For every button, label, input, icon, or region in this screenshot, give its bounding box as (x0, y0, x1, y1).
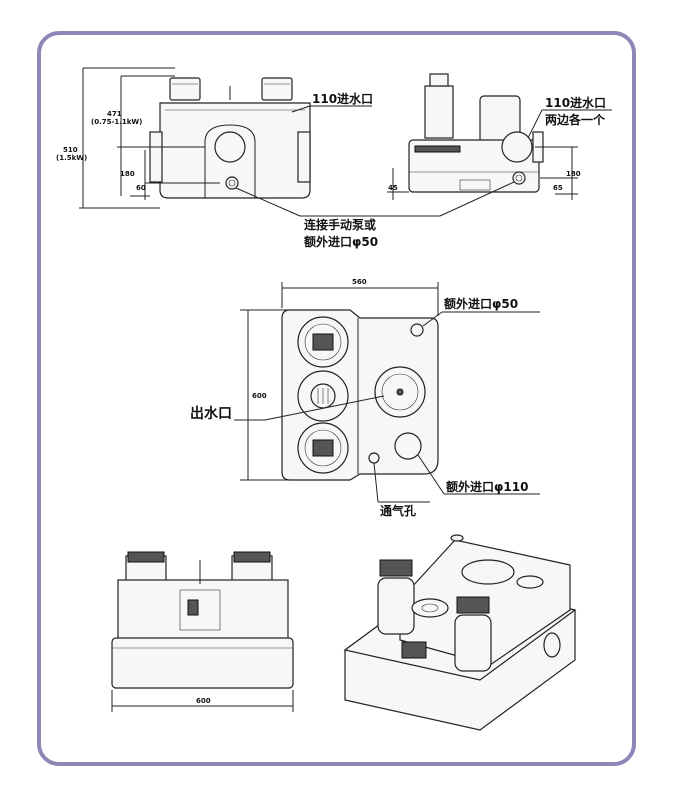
front-pump-left (169, 77, 201, 101)
front-side-flange-left (149, 131, 163, 183)
iso-pump-left (377, 577, 415, 635)
shared-callout: 连接手动泵或 额外进口φ50 (235, 181, 515, 249)
dim-510-sub: (1.5kW) (56, 154, 87, 162)
side-base-plate (414, 145, 461, 153)
dim-180-side: 180 (566, 170, 581, 178)
side-inlet-label-2: 两边各一个 (545, 112, 606, 127)
vent-label: 通气孔 (380, 503, 416, 518)
dim-60: 60 (136, 184, 146, 192)
iso-inlet-110 (516, 575, 544, 589)
side-pump-head (429, 73, 449, 87)
lower-upper-body (117, 579, 289, 641)
dim-560: 560 (352, 278, 367, 286)
dim-600-bottom: 600 (196, 697, 211, 705)
dim-471: 471 (107, 110, 122, 118)
front-view: 471 (0.75-1.1kW) 510 (1.5kW) 180 60 110进… (56, 67, 373, 209)
top-inlet-50 (410, 323, 424, 337)
iso-pump-left-motor (379, 559, 413, 577)
dim-600-top: 600 (252, 392, 267, 400)
top-pump-lower-motor (312, 439, 334, 457)
lower-base (111, 637, 294, 689)
front-inlet-50 (225, 176, 239, 190)
iso-side-inlet (543, 632, 561, 658)
front-inlet-110 (214, 131, 246, 163)
side-inlet-label-1: 110进水口 (545, 95, 606, 110)
top-vent (368, 452, 380, 464)
top-view: 560 600 出水口 额外进口φ50 额外进口φ110 通气孔 (190, 278, 540, 518)
side-view: 180 65 45 110进水口 两边各一个 (387, 73, 612, 200)
dim-180-front: 180 (120, 170, 135, 178)
front-inlet-label: 110进水口 (312, 91, 373, 106)
lower-pump-right-cap (233, 551, 271, 563)
top-inlet-110 (394, 432, 422, 460)
extra-inlet-110-label: 额外进口φ110 (446, 479, 528, 494)
iso-inspection-cover (461, 559, 515, 585)
iso-pump-right-motor (456, 596, 490, 614)
lower-front-view: 600 (111, 551, 294, 712)
dim-65: 65 (553, 184, 563, 192)
callout-line-1: 连接手动泵或 (304, 217, 376, 232)
dim-45: 45 (388, 184, 398, 192)
extra-inlet-50-label: 额外进口φ50 (444, 296, 518, 311)
outlet-label: 出水口 (190, 405, 232, 422)
front-pump-right (261, 77, 293, 101)
side-inlet-50 (512, 171, 526, 185)
isometric-view (343, 534, 577, 731)
side-inlet-110 (501, 131, 533, 163)
callout-line-2: 额外进口φ50 (304, 234, 378, 249)
front-side-flange-right (297, 131, 311, 183)
iso-motor-block (401, 641, 427, 659)
side-pump (424, 85, 454, 139)
iso-outlet (411, 598, 449, 618)
top-pump-upper-motor (312, 333, 334, 351)
lower-pump-left-cap (127, 551, 165, 563)
dim-510: 510 (63, 146, 78, 154)
iso-pump-right (454, 614, 492, 672)
iso-inlet-50 (450, 534, 464, 542)
dim-471-sub: (0.75-1.1kW) (91, 118, 142, 126)
